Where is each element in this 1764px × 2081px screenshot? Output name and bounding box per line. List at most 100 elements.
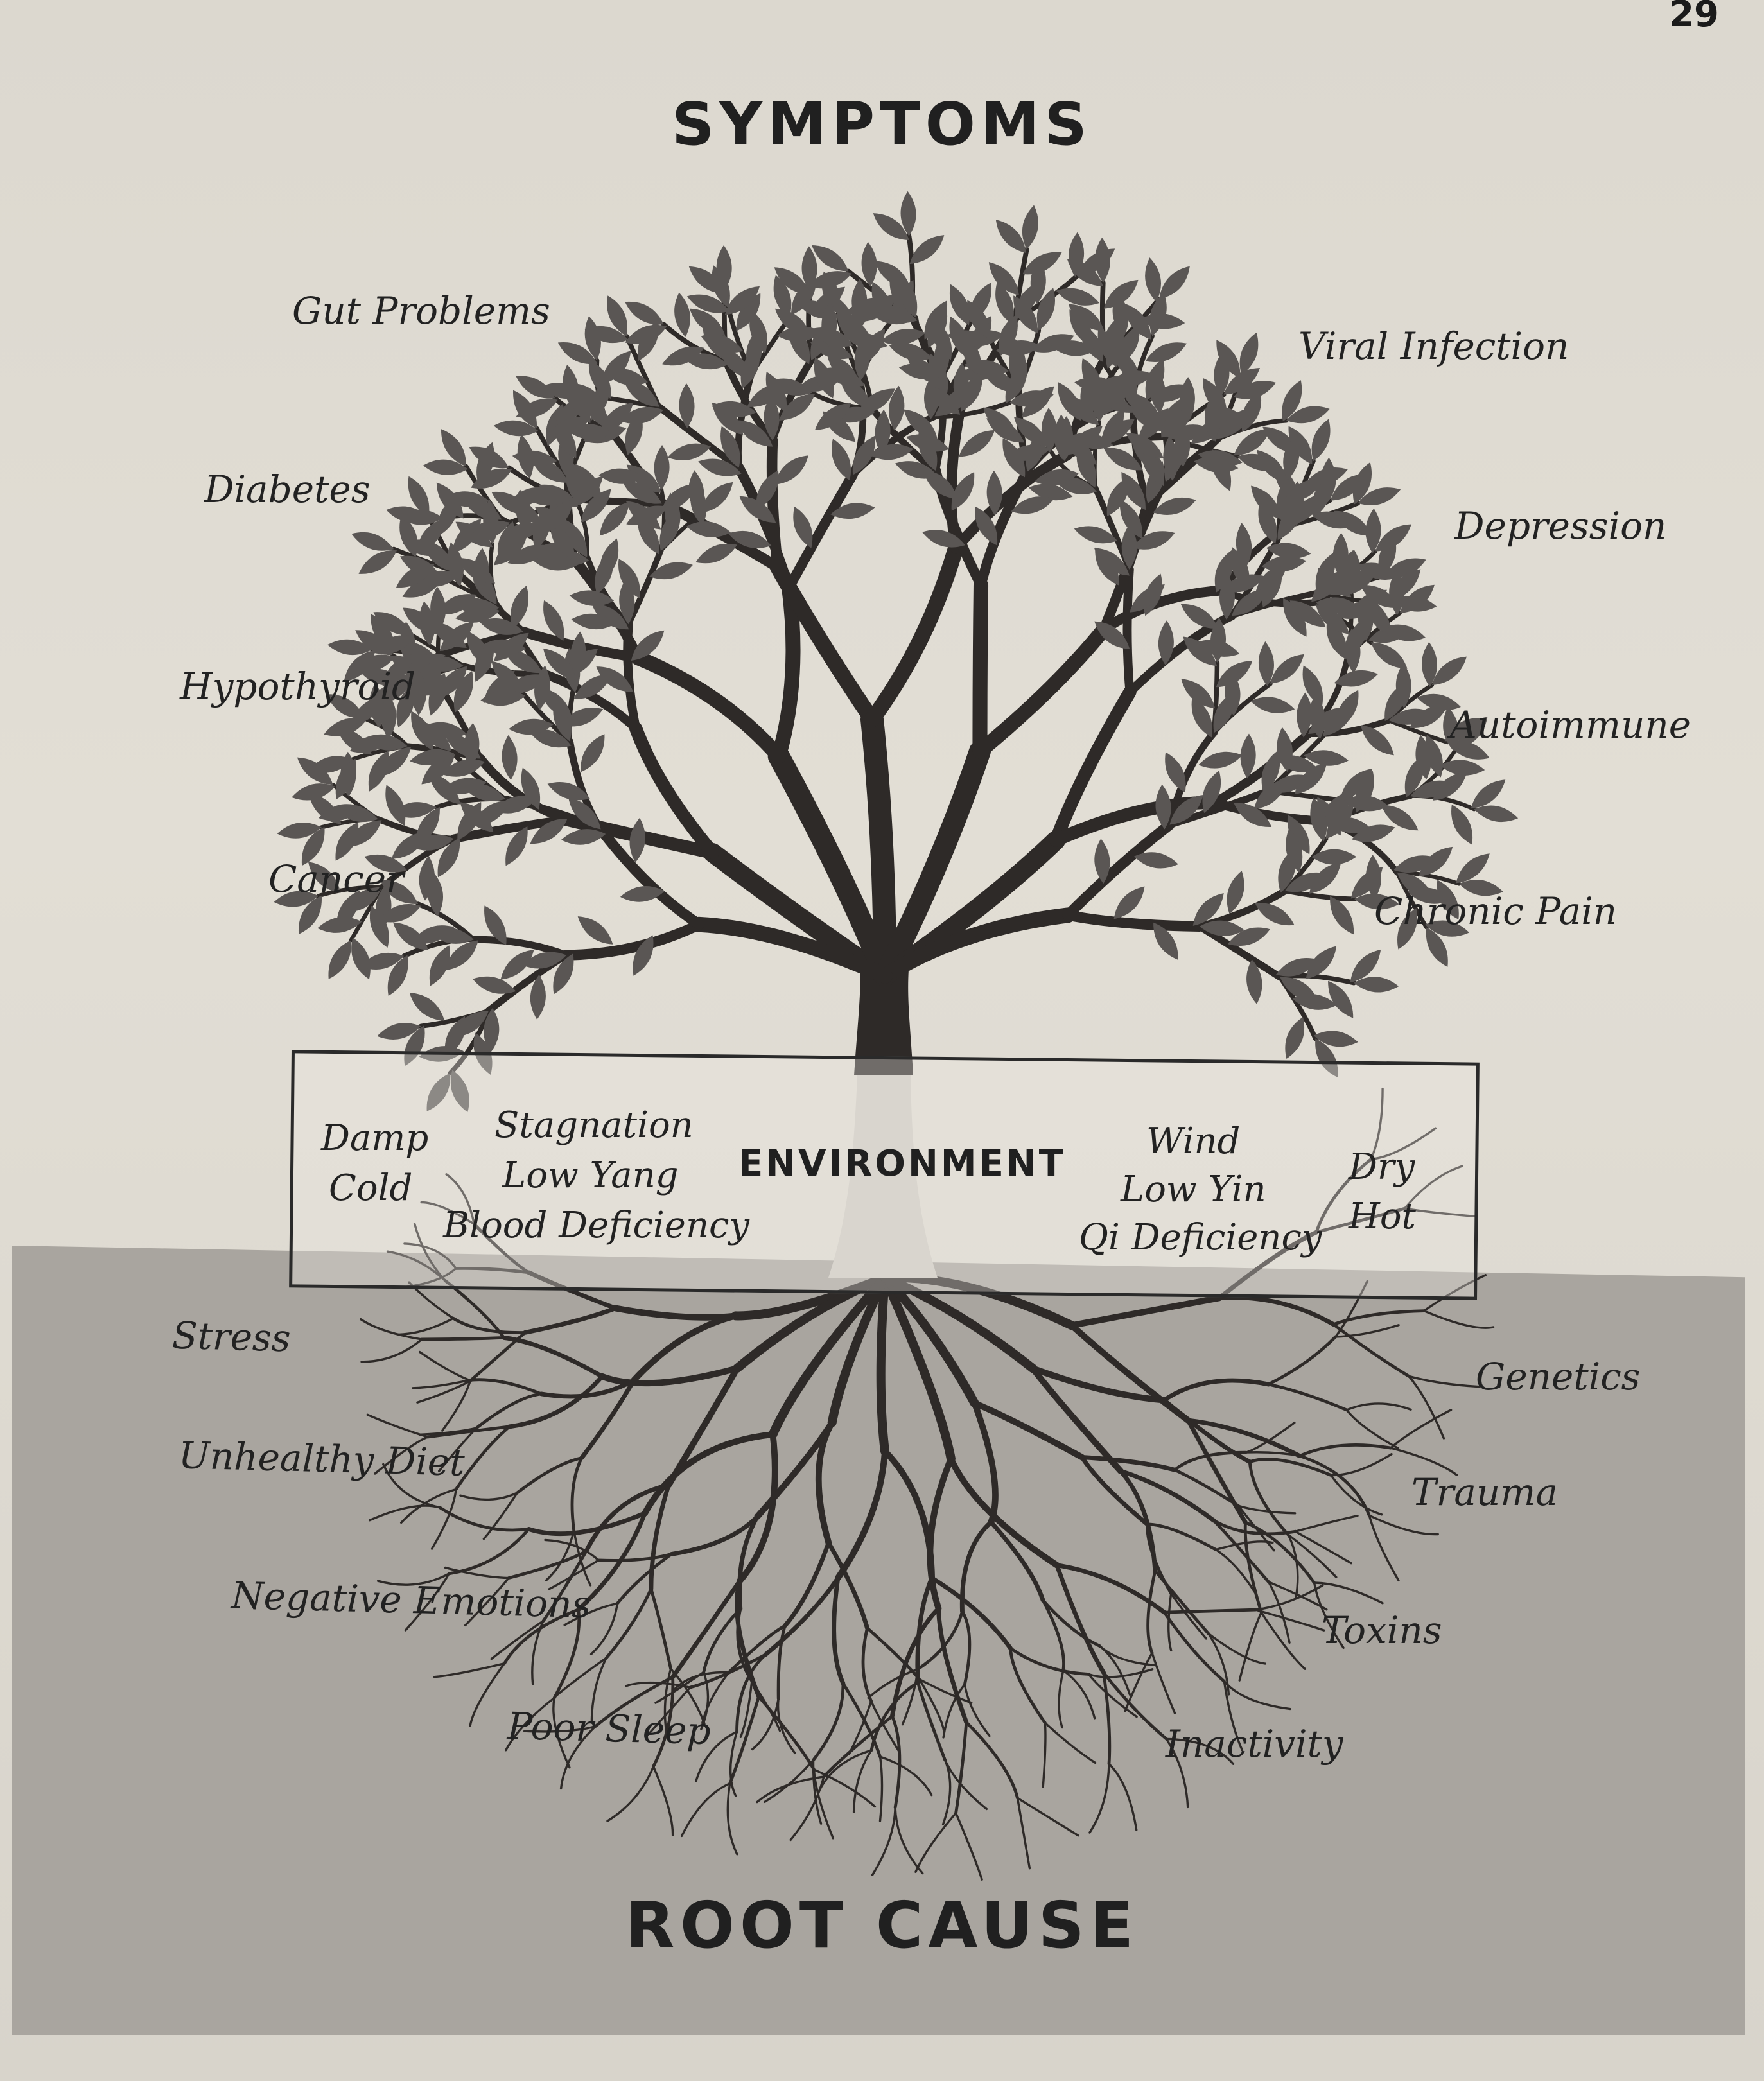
- branch: [722, 356, 776, 444]
- leaf: [1340, 769, 1372, 800]
- leaf: [774, 267, 810, 295]
- leaf: [986, 470, 1002, 516]
- leaf: [1095, 238, 1110, 283]
- branch: [1196, 923, 1284, 981]
- leaf: [740, 346, 760, 388]
- leaf: [484, 905, 507, 945]
- root: [382, 1463, 441, 1509]
- leaf: [411, 670, 426, 716]
- branch: [1210, 729, 1313, 807]
- leaf: [1204, 396, 1220, 442]
- root: [654, 1671, 705, 1704]
- leaf: [561, 829, 606, 845]
- leaf: [1233, 381, 1277, 399]
- root: [1170, 1592, 1207, 1640]
- leaf: [596, 666, 634, 692]
- branch: [561, 919, 705, 961]
- root: [419, 1350, 471, 1382]
- root: [420, 1336, 506, 1341]
- leaf: [327, 639, 372, 656]
- leaf: [419, 601, 435, 646]
- root: [1099, 1645, 1131, 1696]
- root: [961, 1610, 972, 1686]
- leaf: [716, 245, 732, 290]
- leaf: [950, 284, 970, 326]
- root: [1212, 1519, 1270, 1584]
- leaf: [1433, 771, 1467, 801]
- root: [1173, 1468, 1240, 1508]
- leaf: [1415, 735, 1431, 779]
- leaf: [689, 308, 726, 336]
- leaf: [1282, 380, 1302, 422]
- leaf: [1257, 449, 1288, 483]
- leaf: [1459, 880, 1503, 896]
- leaf: [1225, 670, 1241, 716]
- symptom-left-1: Gut Problems: [292, 289, 550, 333]
- leaf: [1103, 448, 1143, 471]
- root: [579, 1377, 636, 1461]
- leaf: [922, 530, 965, 548]
- leaf: [436, 594, 477, 614]
- leaf: [349, 735, 392, 753]
- leaf: [1097, 419, 1135, 445]
- root: [1207, 1632, 1266, 1665]
- env-stagnation: Stagnation: [494, 1104, 694, 1146]
- root: [737, 1514, 760, 1612]
- env-damp: Damp: [321, 1117, 429, 1159]
- leaf: [633, 935, 654, 976]
- root: [876, 1273, 889, 1456]
- leaf: [624, 379, 659, 407]
- root: [503, 1608, 580, 1666]
- root: [1087, 1668, 1154, 1678]
- leaf: [665, 492, 681, 538]
- root-cause-right-2: Trauma: [1411, 1470, 1558, 1514]
- root: [1370, 1127, 1437, 1160]
- root: [1146, 1569, 1157, 1655]
- leaf: [444, 940, 478, 971]
- root: [1068, 1322, 1191, 1424]
- leaf: [837, 299, 855, 342]
- leaf: [768, 378, 812, 396]
- leaf: [736, 420, 773, 447]
- root: [523, 1725, 597, 1733]
- leaf: [1069, 309, 1094, 347]
- branch: [874, 740, 991, 987]
- leaf: [591, 604, 629, 630]
- leaf: [416, 806, 440, 846]
- leaf: [581, 734, 605, 772]
- root: [702, 1607, 742, 1674]
- root: [670, 1578, 742, 1680]
- leaf: [900, 191, 916, 236]
- root: [812, 1768, 877, 1808]
- root: [401, 1267, 457, 1289]
- leaf: [1425, 920, 1469, 937]
- root: [665, 1365, 740, 1488]
- root: [1214, 1540, 1274, 1551]
- leaf: [1258, 641, 1274, 686]
- root: [768, 1273, 889, 1439]
- leaf: [1431, 656, 1467, 685]
- root: [1254, 1608, 1325, 1632]
- root: [894, 1806, 924, 1875]
- leaf: [301, 826, 325, 866]
- root: [1041, 1598, 1102, 1648]
- root: [1151, 1651, 1176, 1714]
- leaf: [351, 696, 387, 724]
- leaf: [637, 514, 659, 555]
- env-low-yin: Low Yin: [1121, 1169, 1266, 1210]
- leaf: [1219, 575, 1235, 620]
- root: [812, 1759, 823, 1825]
- leaf: [1216, 410, 1250, 439]
- page-number: 29: [1669, 0, 1719, 35]
- leaf: [444, 491, 489, 507]
- root: [559, 1725, 597, 1790]
- leaf: [1181, 679, 1216, 708]
- leaf: [1069, 432, 1113, 449]
- leaf: [530, 818, 568, 844]
- leaf: [1358, 595, 1374, 641]
- root: [1212, 1519, 1297, 1536]
- leaf: [493, 632, 529, 661]
- leaf: [698, 458, 742, 476]
- leaf: [1169, 795, 1203, 825]
- leaf: [1200, 920, 1244, 936]
